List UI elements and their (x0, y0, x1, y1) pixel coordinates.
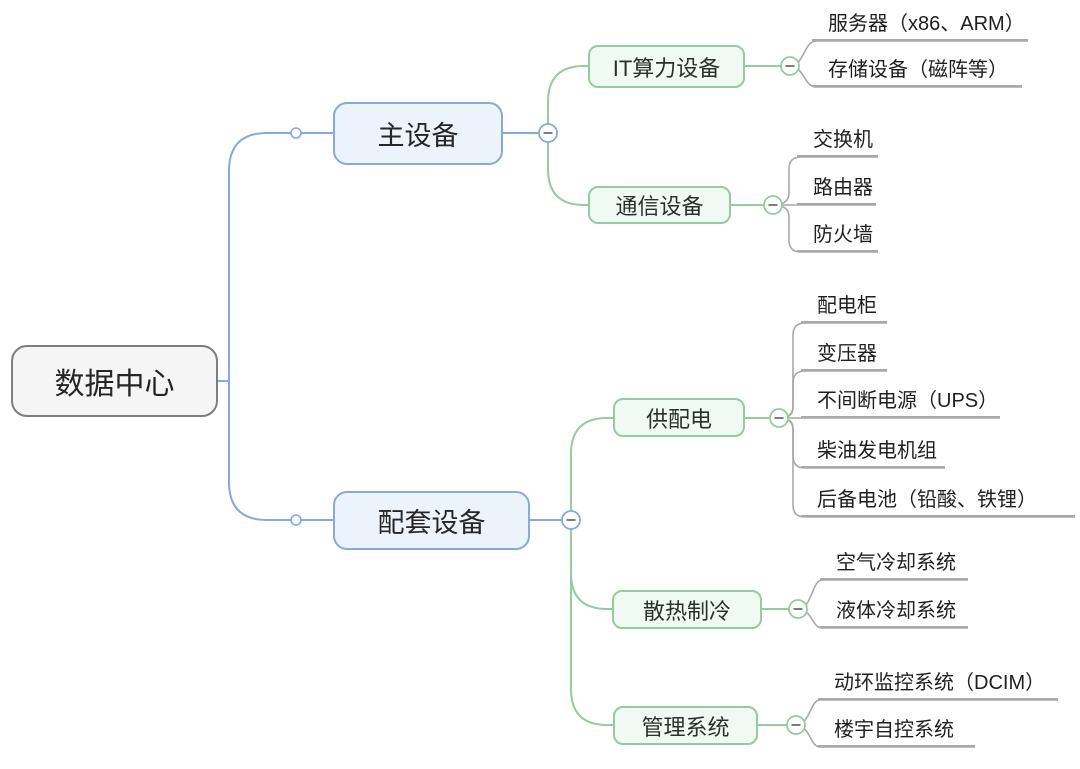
leaf-label: 柴油发电机组 (817, 440, 937, 462)
node-cooling[interactable]: 散热制冷 (612, 590, 762, 629)
leaf-label: 路由器 (813, 177, 873, 199)
collapse-button-supporting-equipment[interactable] (561, 510, 581, 530)
leaf-firewall[interactable]: 防火墙 (797, 225, 878, 252)
connector-support-to-power (570, 417, 613, 520)
leaf-air-cooling[interactable]: 空气冷却系统 (820, 553, 968, 580)
connector-root-to-supporting-equipment (228, 381, 333, 521)
connector-root-to-main-equipment (228, 132, 333, 381)
node-main-equipment[interactable]: 主设备 (333, 102, 503, 165)
node-communication[interactable]: 通信设备 (588, 186, 731, 224)
collapse-button-power[interactable] (769, 408, 789, 428)
node-label: 数据中心 (54, 368, 175, 401)
connector-main-to-it-computing (547, 65, 588, 133)
node-label: IT算力设备 (612, 55, 721, 81)
collapse-button-management[interactable] (786, 715, 806, 735)
leaf-liquid-cooling[interactable]: 液体冷却系统 (820, 601, 968, 628)
leaf-dcim[interactable]: 动环监控系统（DCIM） (818, 673, 1058, 700)
leaf-transformer[interactable]: 变压器 (801, 344, 887, 371)
collapse-button-cooling[interactable] (788, 599, 808, 619)
node-label: 主设备 (377, 121, 459, 151)
node-label: 散热制冷 (642, 598, 731, 624)
leaf-label: 后备电池（铅酸、铁锂） (817, 489, 1037, 511)
leaf-backup-battery[interactable]: 后备电池（铅酸、铁锂） (801, 490, 1075, 517)
node-data-center[interactable]: 数据中心 (11, 345, 218, 417)
leaf-label: 不间断电源（UPS） (817, 390, 999, 412)
node-management[interactable]: 管理系统 (613, 706, 758, 745)
connector-main-to-communication (547, 133, 588, 206)
leaf-label: 交换机 (813, 129, 873, 151)
branch-handle-main-equipment[interactable] (290, 127, 302, 139)
collapse-button-main-equipment[interactable] (538, 123, 558, 143)
leaf-router[interactable]: 路由器 (797, 178, 876, 205)
leaf-label: 服务器（x86、ARM） (828, 13, 1025, 35)
leaf-server[interactable]: 服务器（x86、ARM） (812, 14, 1028, 41)
leaf-label: 动环监控系统（DCIM） (834, 672, 1046, 694)
leaf-label: 楼宇自控系统 (834, 719, 954, 741)
connector-support-to-management (570, 520, 613, 726)
node-it-computing[interactable]: IT算力设备 (588, 45, 745, 88)
node-power-supply[interactable]: 供配电 (613, 398, 745, 437)
leaf-switch[interactable]: 交换机 (797, 130, 878, 157)
leaf-label: 存储设备（磁阵等） (828, 59, 1008, 81)
leaf-building-automation[interactable]: 楼宇自控系统 (818, 720, 975, 747)
leaf-label: 空气冷却系统 (836, 552, 956, 574)
node-label: 供配电 (645, 406, 712, 432)
collapse-button-it-computing[interactable] (780, 56, 800, 76)
leaf-label: 变压器 (817, 343, 877, 365)
leaf-storage[interactable]: 存储设备（磁阵等） (812, 60, 1022, 87)
leaf-label: 液体冷却系统 (836, 600, 956, 622)
connector-support-to-cooling (570, 520, 612, 610)
leaf-label: 配电柜 (817, 295, 877, 317)
leaf-power-cabinet[interactable]: 配电柜 (801, 296, 887, 323)
node-label: 管理系统 (641, 714, 730, 740)
leaf-ups[interactable]: 不间断电源（UPS） (801, 391, 1000, 418)
leaf-diesel-generator[interactable]: 柴油发电机组 (801, 441, 945, 468)
node-label: 配套设备 (377, 508, 486, 538)
collapse-button-communication[interactable] (763, 195, 783, 215)
node-supporting-equipment[interactable]: 配套设备 (333, 491, 530, 550)
leaf-label: 防火墙 (813, 224, 873, 246)
branch-handle-supporting-equipment[interactable] (290, 514, 302, 526)
node-label: 通信设备 (615, 194, 704, 219)
